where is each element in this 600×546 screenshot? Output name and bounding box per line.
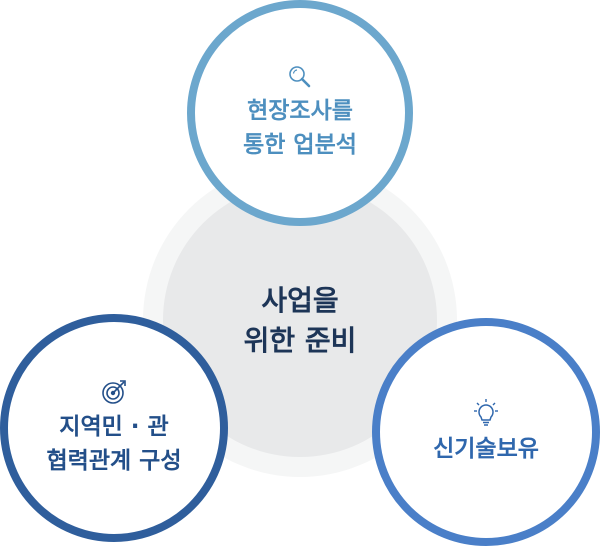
node-field-survey-line1: 현장조사를 — [247, 98, 353, 124]
node-field-survey-line2: 통한 업분석 — [243, 132, 357, 158]
node-new-technology: 신기술보유 — [372, 318, 600, 546]
lightbulb-icon — [474, 399, 498, 426]
node-community-cooperation-line1: 지역민 · 관 — [59, 414, 169, 440]
center-label-line2: 위한 준비 — [243, 324, 357, 357]
node-community-cooperation-line2: 협력관계 구성 — [46, 448, 182, 474]
node-community-cooperation: 지역민 · 관 협력관계 구성 — [0, 314, 228, 542]
node-field-survey: 현장조사를 통한 업분석 — [187, 0, 413, 226]
node-new-technology-line1: 신기술보유 — [433, 436, 539, 462]
target-icon — [102, 380, 126, 404]
center-label: 사업을 위한 준비 — [163, 183, 437, 457]
center-label-line1: 사업을 — [261, 284, 339, 317]
magnifier-icon — [289, 66, 311, 88]
